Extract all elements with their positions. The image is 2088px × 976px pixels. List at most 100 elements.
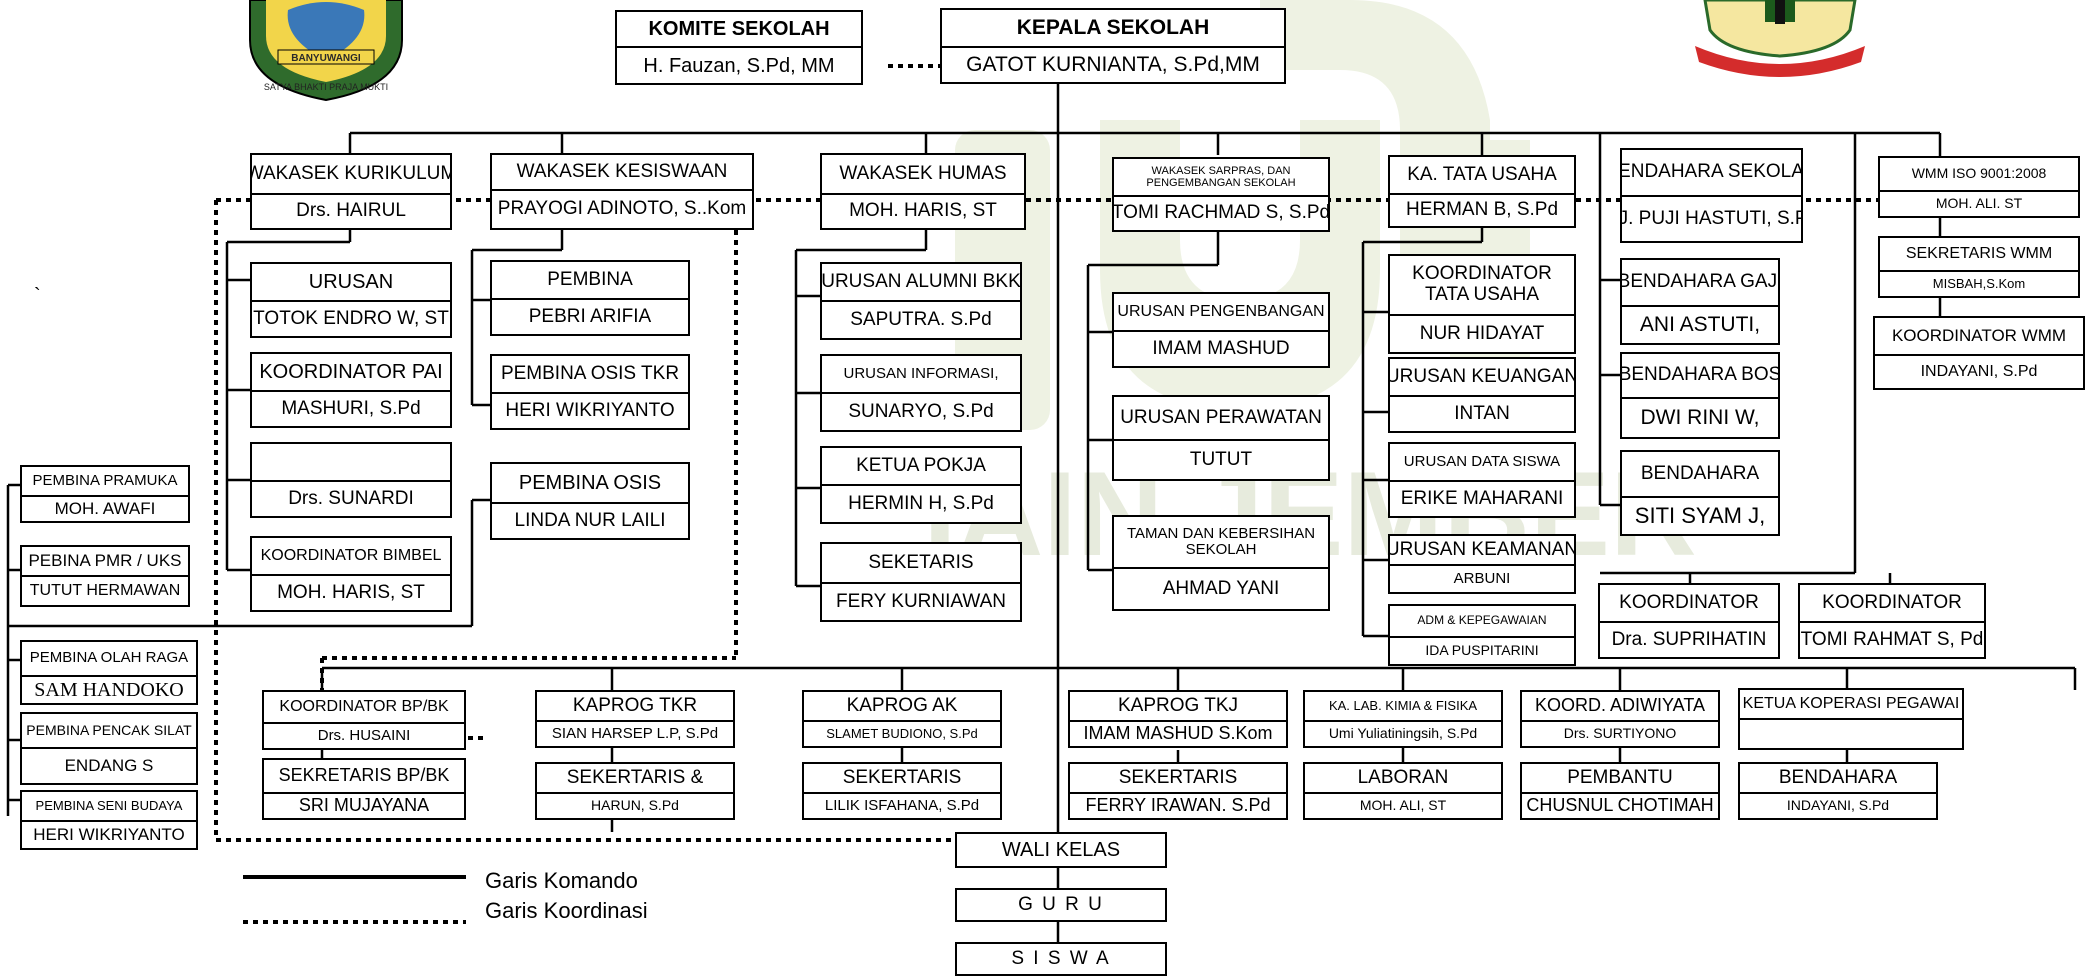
box-seketaris: SEKETARIS FERY KURNIAWAN	[820, 542, 1022, 622]
seni-title: PEMBINA SENI BUDAYA	[22, 792, 196, 822]
box-kaprog-tkr: KAPROG TKR SIAN HARSEP L.P, S.Pd	[535, 690, 735, 748]
kepala-name: GATOT KURNIANTA, S.Pd,MM	[966, 53, 1260, 77]
pengembangan-title: URUSAN PENGENBANGAN	[1114, 294, 1328, 332]
urusan-name: TOTOK ENDRO W, ST	[253, 307, 449, 329]
bendahara-kop-name: INDAYANI, S.Pd	[1786, 797, 1890, 814]
koordinator-pai-name: MASHURI, S.Pd	[281, 397, 421, 419]
box-bendahara: BENDAHARA SITI SYAM J,	[1620, 450, 1780, 536]
wmm-title: WMM ISO 9001:2008	[1880, 158, 2078, 192]
humas-title: WAKASEK HUMAS	[822, 155, 1024, 195]
seketaris-title: SEKETARIS	[822, 544, 1020, 584]
bendahara-kop-title: BENDAHARA	[1740, 764, 1936, 794]
data-siswa-title: URUSAN DATA SISWA	[1390, 444, 1574, 482]
adiwiyata-name: Drs. SURTIYONO	[1563, 725, 1677, 742]
bendahara-bos-name: DWI RINI W,	[1640, 406, 1760, 430]
data-siswa-name: ERIKE MAHARANI	[1400, 487, 1564, 509]
taman-name: AHMAD YANI	[1162, 577, 1280, 599]
box-wali: WALI KELAS	[955, 832, 1167, 868]
pembina-osis-name: LINDA NUR LAILI	[514, 509, 666, 531]
box-silat: PEMBINA PENCAK SILAT ENDANG S	[20, 712, 198, 785]
olahraga-name: SAM HANDOKO	[34, 679, 184, 701]
legend-koordinasi-label: Garis Koordinasi	[485, 898, 648, 923]
seketaris-name: FERY KURNIAWAN	[836, 590, 1006, 612]
pembina-osis-tkr-title: PEMBINA OSIS TKR	[492, 356, 688, 394]
box-lab: KA. LAB. KIMIA & FISIKA Umi Yuliatiningsi…	[1303, 690, 1503, 748]
box-komite: KOMITE SEKOLAH H. Fauzan, S.Pd, MM	[615, 10, 863, 85]
kaprog-tkr-title: KAPROG TKR	[537, 692, 733, 722]
pramuka-title: PEMBINA PRAMUKA	[22, 467, 188, 497]
koord-suprihatin-title: KOORDINATOR	[1600, 585, 1778, 623]
keamanan-name: ARBUNI	[1453, 569, 1511, 587]
box-alumni-bkk: URUSAN ALUMNI BKK SAPUTRA. S.Pd	[820, 262, 1022, 340]
box-pengembangan: URUSAN PENGENBANGAN IMAM MASHUD	[1112, 292, 1330, 368]
lab-name: Umi Yuliatiningsih, S.Pd	[1328, 725, 1478, 742]
bendahara-gaji-name: ANI ASTUTI,	[1639, 313, 1761, 337]
banyuwangi-logo: BANYUWANGI SATYA BHAKTI PRAJA MUKTI	[249, 0, 403, 102]
pmr-title: PEBINA PMR / UKS	[22, 547, 188, 577]
kurikulum-title: WAKASEK KURIKULUM	[252, 155, 450, 195]
pmr-name: TUTUT HERMAWAN	[29, 582, 181, 600]
box-sunardi: Drs. SUNARDI	[250, 442, 452, 518]
bendahara-bos-title: BENDAHARA BOS	[1622, 354, 1778, 399]
bimbel-title: KOORDINATOR BIMBEL	[252, 538, 450, 576]
silat-title: PEMBINA PENCAK SILAT	[22, 714, 196, 749]
pokja-title: KETUA POKJA	[822, 448, 1020, 486]
box-data-siswa: URUSAN DATA SISWA ERIKE MAHARANI	[1388, 442, 1576, 518]
alumni-bkk-name: SAPUTRA. S.Pd	[850, 308, 992, 330]
kaprog-ak-name: SLAMET BUDIONO, S.Pd	[826, 725, 978, 741]
koperasi-name	[1740, 720, 1962, 748]
komite-name: H. Fauzan, S.Pd, MM	[643, 54, 835, 77]
bendahara-title: BENDAHARA	[1622, 452, 1778, 498]
pembina-osis-title: PEMBINA OSIS	[492, 464, 688, 504]
bendahara-name: SITI SYAM J,	[1634, 502, 1766, 528]
koordinator-wmm-title: KOORDINATOR WMM	[1875, 318, 2083, 356]
pembina-name: PEBRI ARIFIA	[528, 305, 652, 327]
alumni-bkk-title: URUSAN ALUMNI BKK	[822, 264, 1020, 302]
sek-tkj-name: FERRY IRAWAN. S.Pd	[1085, 795, 1271, 816]
pembina-osis-tkr-name: HERI WIKRIYANTO	[505, 399, 675, 421]
perawatan-title: URUSAN PERAWATAN	[1114, 397, 1328, 441]
legend-komando-label: Garis Komando	[485, 868, 638, 893]
pengembangan-name: IMAM MASHUD	[1152, 337, 1290, 359]
silat-name: ENDANG S	[64, 755, 154, 775]
box-kaprog-ak: KAPROG AK SLAMET BUDIONO, S.Pd	[802, 690, 1002, 748]
koord-tomi-title: KOORDINATOR	[1800, 585, 1984, 623]
komite-title: KOMITE SEKOLAH	[617, 12, 861, 48]
adiwiyata-title: KOORD. ADIWIYATA	[1522, 692, 1718, 722]
keuangan-name: INTAN	[1454, 402, 1510, 424]
kaprog-ak-title: KAPROG AK	[804, 692, 1000, 722]
sarpras-name: TOMI RACHMAD S, S.Pd	[1114, 202, 1328, 224]
kaprog-tkj-name: IMAM MASHUD S.Kom	[1083, 723, 1273, 744]
sekretaris-wmm-title: SEKRETARIS WMM	[1880, 238, 2078, 272]
tatausaha-title: KA. TATA USAHA	[1390, 157, 1574, 195]
koord-tomi-name: TOMI RAHMAT S, Pd	[1800, 628, 1984, 650]
tatausaha-name: HERMAN B, S.Pd	[1405, 199, 1559, 221]
box-koperasi: KETUA KOPERASI PEGAWAI	[1738, 688, 1964, 750]
sek-ak-name: LILIK ISFAHANA, S.Pd	[824, 796, 980, 814]
bimbel-name: MOH. HARIS, ST	[277, 581, 425, 603]
kaprog-tkr-name: SIAN HARSEP L.P, S.Pd	[551, 724, 719, 742]
olahraga-title: PEMBINA OLAH RAGA	[22, 642, 196, 677]
lab-title: KA. LAB. KIMIA & FISIKA	[1305, 692, 1501, 722]
box-sarpras: WAKASEK SARPRAS, DAN PENGEMBANGAN SEKOLA…	[1112, 157, 1330, 232]
koordinator-pai-title: KOORDINATOR PAI	[252, 354, 450, 392]
box-pmr: PEBINA PMR / UKS TUTUT HERMAWAN	[20, 545, 190, 607]
pramuka-name: MOH. AWAFI	[54, 498, 156, 518]
